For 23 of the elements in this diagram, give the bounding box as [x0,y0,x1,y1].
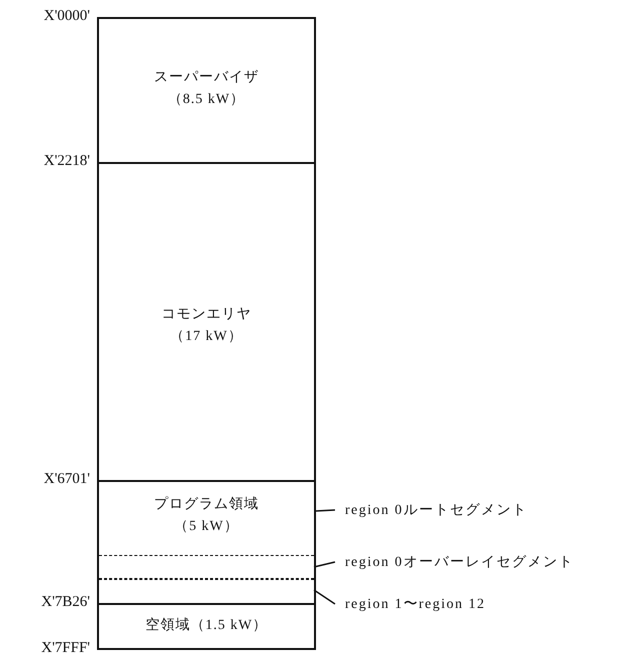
segment-label: region 1〜region 12 [345,594,486,614]
leader-line [314,561,336,568]
memory-segment-box [97,17,316,164]
leader-line [316,509,336,512]
address-label: X'7B26' [41,594,90,611]
segment-name: 空領域（1.5 kW） [144,616,269,635]
memory-segment-box [97,480,316,605]
memory-segment-box [97,162,316,482]
segment-name: コモンエリヤ [160,306,252,324]
memory-subarea-box [99,555,314,579]
address-label: X'6701' [44,471,90,488]
segment-name: （5 kW） [173,518,240,536]
segment-label: region 0オーバーレイセグメント [345,552,574,572]
segment-name: （17 kW） [169,328,244,346]
address-label: X'7FFF' [41,640,90,657]
address-label: X'2218' [44,153,90,170]
segment-name: （8.5 kW） [166,91,246,109]
memory-segment-box [97,603,316,650]
leader-line [314,589,336,605]
segment-label: region 0ルートセグメント [345,500,528,520]
address-label: X'0000' [44,8,90,25]
segment-name: プログラム領域 [153,495,260,514]
segment-name: スーパーバイザ [153,69,260,87]
